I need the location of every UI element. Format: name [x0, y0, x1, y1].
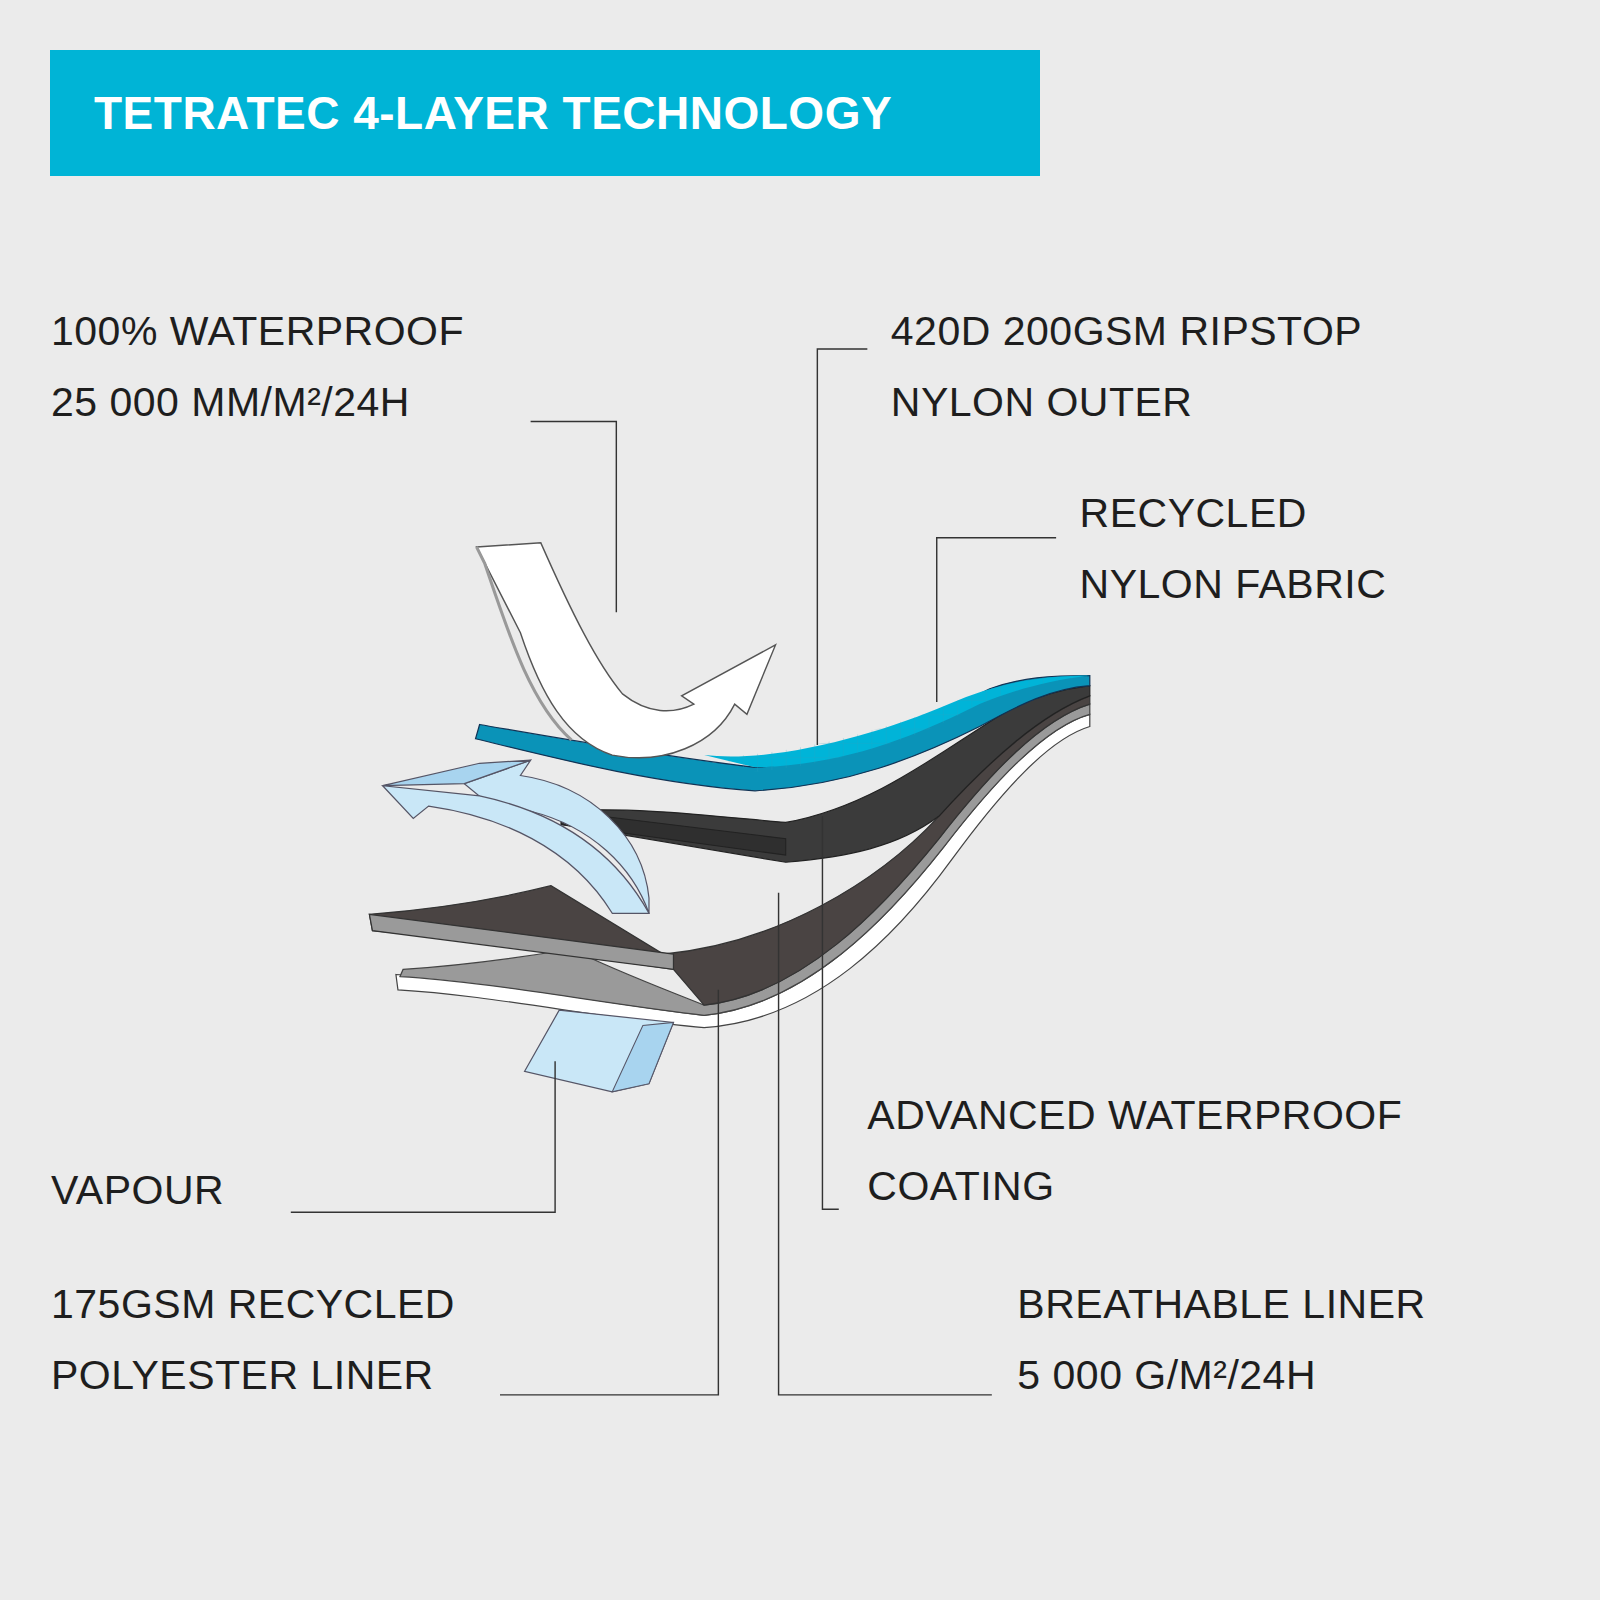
callout-label: 175GSM RECYCLED POLYESTER LINER	[51, 1269, 455, 1411]
callout-label: VAPOUR	[51, 1155, 224, 1226]
title-banner: TETRATEC 4-LAYER TECHNOLOGY	[50, 50, 1040, 176]
title-text: TETRATEC 4-LAYER TECHNOLOGY	[94, 86, 892, 140]
callout-label: 100% WATERPROOF 25 000 MM/M²/24H	[51, 296, 464, 438]
callout-label: ADVANCED WATERPROOF COATING	[867, 1080, 1402, 1222]
callout-label: RECYCLED NYLON FABRIC	[1080, 478, 1387, 620]
callout-label: 420D 200GSM RIPSTOP NYLON OUTER	[891, 296, 1362, 438]
callout-label: BREATHABLE LINER 5 000 G/M²/24H	[1017, 1269, 1425, 1411]
